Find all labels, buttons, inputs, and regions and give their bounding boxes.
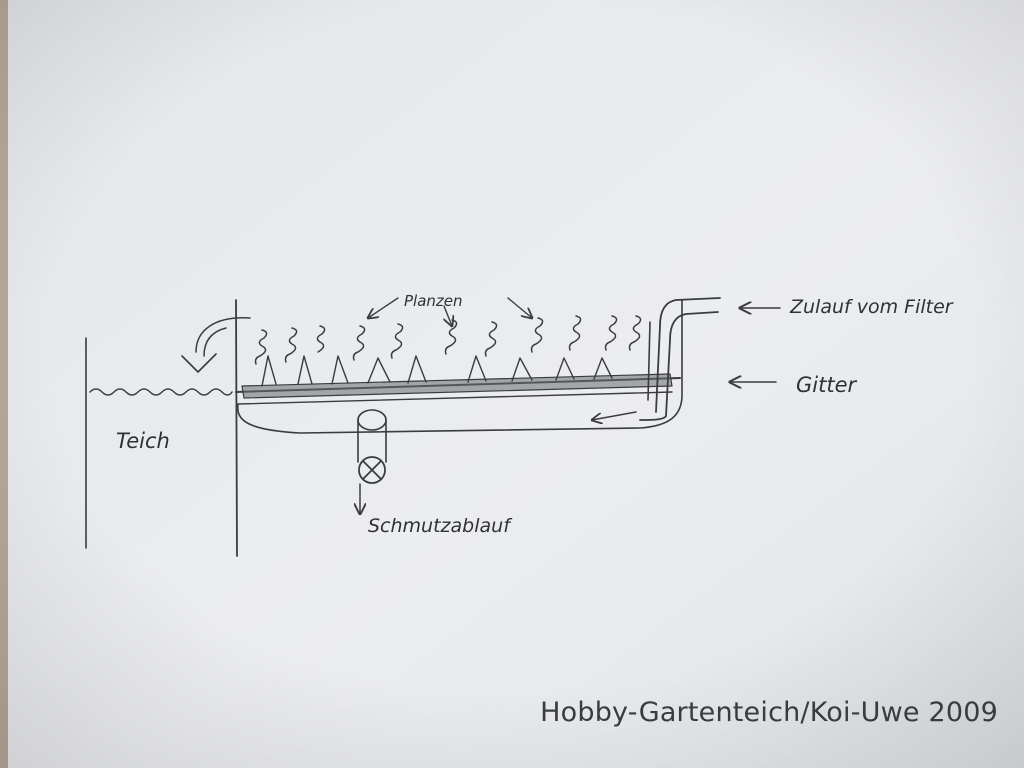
plants-arrow-middle [444, 305, 452, 326]
watermark: Hobby-Gartenteich/Koi-Uwe 2009 [540, 697, 998, 728]
inflow-pipe-outer [655, 297, 721, 413]
plants-arrow-right [507, 297, 532, 318]
label-drain: Schmutzablauf [368, 515, 513, 537]
drain-valve-cross [362, 460, 382, 480]
plant [568, 315, 582, 351]
inflow-flow-arrow [592, 411, 637, 420]
label-plants: Planzen [404, 292, 463, 310]
gravel-spike [467, 355, 487, 383]
gravel-spike [555, 357, 575, 381]
overflow-arrow-head [181, 353, 217, 373]
plant [352, 325, 366, 361]
basin-inner-rim [237, 391, 673, 405]
plant [484, 321, 498, 357]
pond-wall [235, 299, 238, 557]
label-inflow: Zulauf vom Filter [789, 296, 954, 318]
plant [604, 315, 618, 351]
pencil-lines [85, 297, 781, 557]
plant [628, 315, 642, 351]
water-surface [89, 388, 233, 396]
plant [316, 325, 326, 353]
overflow-arrow-lower [203, 327, 227, 357]
plants-arrow-left [368, 297, 399, 318]
gravel-spike [593, 357, 613, 380]
plant [284, 327, 298, 363]
plant [444, 319, 458, 355]
grid-layer [241, 373, 673, 399]
drain-valve [358, 456, 386, 484]
gravel-spike [367, 357, 391, 384]
gravel-spike [297, 355, 313, 385]
plant [254, 329, 268, 365]
label-grid: Gitter [796, 373, 857, 397]
label-pond: Teich [116, 429, 170, 453]
plant [390, 323, 404, 359]
drain-pipe [357, 419, 387, 463]
gravel-spike [331, 355, 349, 385]
inflow-pipe-line [647, 321, 651, 401]
overflow-arrow-upper [195, 317, 251, 353]
gravel-spike [511, 357, 533, 382]
plant-group [254, 315, 642, 365]
plant [530, 317, 544, 353]
basin-outline [236, 299, 683, 434]
inflow-pipe-inner [639, 311, 719, 421]
gravel-spike [407, 355, 427, 384]
gravel-spike [261, 355, 277, 387]
